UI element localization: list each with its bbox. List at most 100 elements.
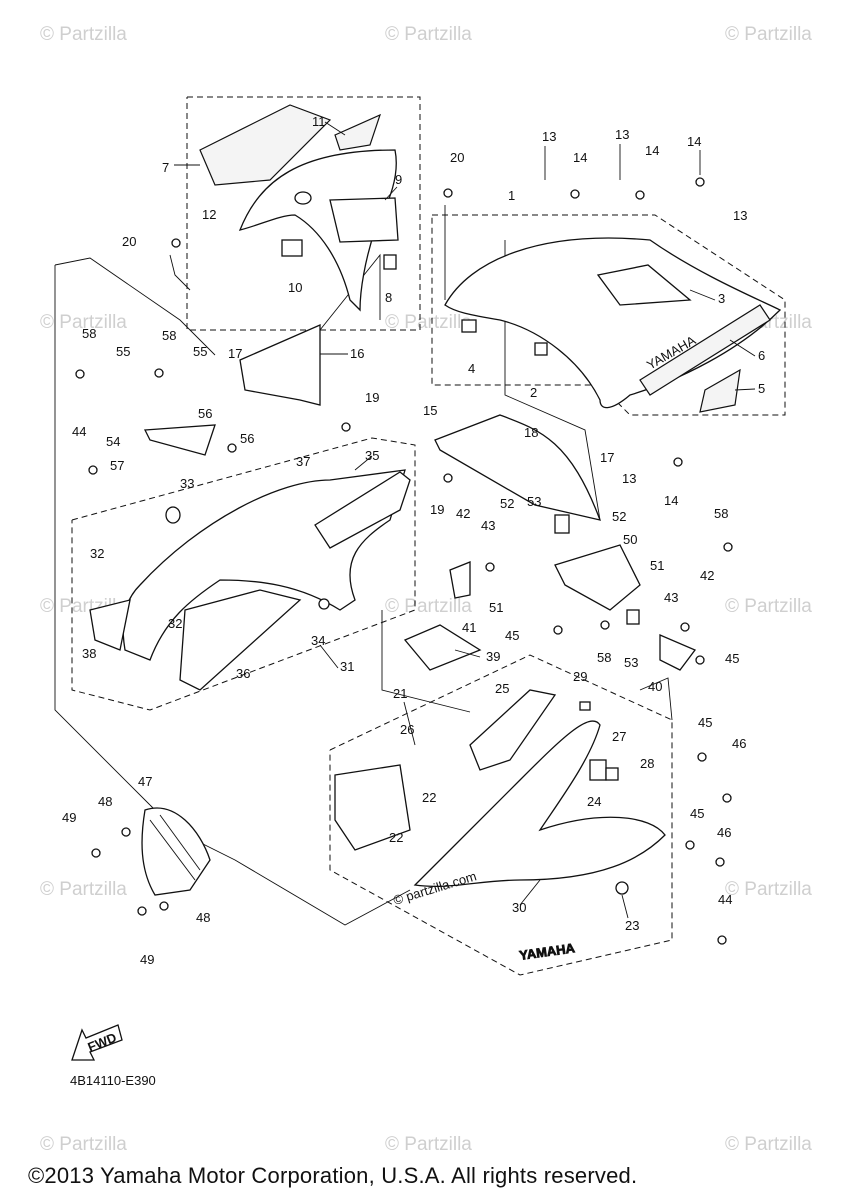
bracket-40 <box>659 634 697 671</box>
callout-36: 36 <box>236 666 250 681</box>
callout-42a: 42 <box>456 506 470 521</box>
watermark: © Partzilla <box>40 24 127 45</box>
bolt <box>341 422 351 432</box>
callout-2: 2 <box>530 385 537 400</box>
callout-32a: 32 <box>90 546 104 561</box>
callout-49a: 49 <box>62 810 76 825</box>
callout-58a: 58 <box>82 326 96 341</box>
group-21-boundary <box>329 654 673 976</box>
watermark: © Partzilla <box>725 596 812 617</box>
callout-23: 23 <box>625 918 639 933</box>
callout-55a: 55 <box>116 344 130 359</box>
callout-32b: 32 <box>168 616 182 631</box>
bolt <box>673 457 683 467</box>
callout-58c: 58 <box>714 506 728 521</box>
watermark: © Partzilla <box>385 1134 472 1155</box>
under-cowl-21 <box>413 720 666 888</box>
inner-panel-16 <box>239 324 321 406</box>
leader-lines <box>174 121 756 919</box>
mid-left-parts <box>143 324 602 521</box>
callout-34: 34 <box>311 633 325 648</box>
inner-panel-part <box>238 149 397 312</box>
callout-3: 3 <box>718 291 725 306</box>
callout-46b: 46 <box>717 825 731 840</box>
washer <box>695 655 705 665</box>
callout-14c: 14 <box>687 134 701 149</box>
bolt <box>680 622 690 632</box>
fwd-arrow-icon <box>71 1024 123 1061</box>
callout-50: 50 <box>623 532 637 547</box>
callout-35: 35 <box>365 448 379 463</box>
callout-13c: 13 <box>733 208 747 223</box>
callout-1: 1 <box>508 188 515 203</box>
bolt <box>723 542 733 552</box>
callout-layer: 7 11 9 12 10 8 20 20 1 13 14 13 14 14 13… <box>62 114 765 967</box>
watermark: © Partzilla <box>385 312 472 333</box>
callout-25: 25 <box>495 681 509 696</box>
callout-48a: 48 <box>98 794 112 809</box>
under-cowl-brand-mark: YAMAHA <box>518 940 576 963</box>
callout-53a: 53 <box>527 494 541 509</box>
callout-47: 47 <box>138 774 152 789</box>
callout-22a: 22 <box>422 790 436 805</box>
watermark: © Partzilla <box>725 24 812 45</box>
trim-36 <box>179 589 302 691</box>
callout-8: 8 <box>385 290 392 305</box>
watermark-layer: © Partzilla © Partzilla © Partzilla © Pa… <box>40 24 812 1155</box>
washer <box>121 827 131 837</box>
callout-22b: 22 <box>389 830 403 845</box>
callout-12: 12 <box>202 207 216 222</box>
callout-51a: 51 <box>650 558 664 573</box>
callout-44b: 44 <box>718 892 732 907</box>
callout-52a: 52 <box>500 496 514 511</box>
watermark: © Partzilla <box>725 879 812 900</box>
grommet <box>294 191 312 205</box>
callout-19b: 19 <box>430 502 444 517</box>
bracket-50 <box>554 544 641 611</box>
bolt <box>485 562 495 572</box>
callout-30: 30 <box>512 900 526 915</box>
callout-14b: 14 <box>645 143 659 158</box>
washer <box>685 840 695 850</box>
bolt <box>570 189 580 199</box>
middle-cowling-group <box>89 469 411 691</box>
callout-56a: 56 <box>198 406 212 421</box>
callout-46a: 46 <box>732 736 746 751</box>
bolt <box>600 620 610 630</box>
collar-34 <box>318 598 330 610</box>
group-31-boundary <box>71 437 416 711</box>
callout-17a: 17 <box>228 346 242 361</box>
callout-45c: 45 <box>698 715 712 730</box>
bolt <box>717 935 727 945</box>
watermark: © Partzilla <box>40 1134 127 1155</box>
callout-16: 16 <box>350 346 364 361</box>
callout-40: 40 <box>648 679 662 694</box>
watermark: © Partzilla <box>40 879 127 900</box>
bolt <box>75 369 85 379</box>
window-9 <box>329 197 399 243</box>
cowling-panel-12 <box>199 104 332 186</box>
callout-13a: 13 <box>542 129 556 144</box>
callout-7: 7 <box>162 160 169 175</box>
callout-6: 6 <box>758 348 765 363</box>
bolt <box>715 857 725 867</box>
group-1-boundary <box>431 214 786 416</box>
window-35 <box>314 471 411 549</box>
bolt <box>443 188 453 198</box>
window-25 <box>469 689 557 771</box>
clip-27 <box>589 759 607 781</box>
callout-24: 24 <box>587 794 601 809</box>
callout-27: 27 <box>612 729 626 744</box>
callout-48b: 48 <box>196 910 210 925</box>
cover-47 <box>141 807 211 896</box>
bolt <box>154 368 164 378</box>
bolt <box>227 443 237 453</box>
callout-45b: 45 <box>725 651 739 666</box>
fwd-label: FWD <box>86 1030 119 1055</box>
callout-45d: 45 <box>690 806 704 821</box>
callout-31: 31 <box>340 659 354 674</box>
fwd-arrow: FWD <box>71 1024 123 1061</box>
collar-23 <box>615 881 629 895</box>
clip-53b <box>626 609 640 625</box>
